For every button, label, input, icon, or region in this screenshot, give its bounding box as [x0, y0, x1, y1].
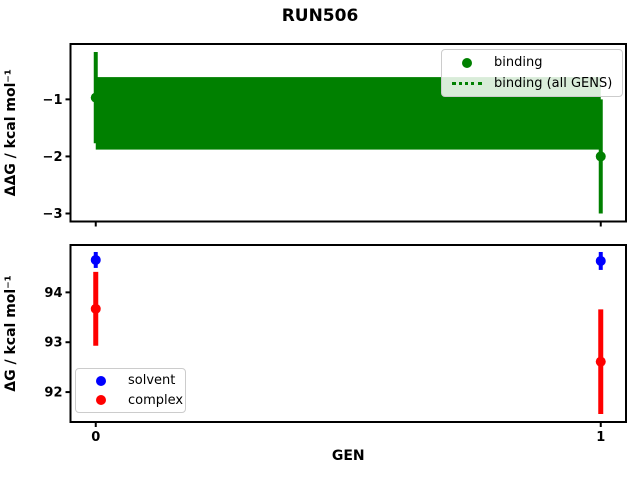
complex-marker-icon [86, 395, 116, 406]
solvent-marker-icon [86, 375, 116, 386]
axes-frame [69, 43, 627, 223]
series-binding [90, 51, 606, 214]
figure-title: RUN506 [281, 6, 359, 26]
binding-marker-icon [452, 57, 482, 68]
legend-label-solvent: solvent [128, 373, 176, 389]
legend-row-complex: complex [84, 391, 183, 411]
legend-binding: binding binding (all GENS) [441, 49, 623, 97]
legend-row-binding: binding [450, 53, 614, 73]
y-axis-label: ΔG / kcal mol⁻¹ [3, 275, 19, 391]
legend-label-binding: binding [494, 55, 543, 71]
binding-all-gens-dotted-line-icon [452, 81, 482, 85]
legend-solvent-complex: solvent complex [75, 368, 186, 413]
data-point [595, 151, 606, 162]
y-tick-label: 94 [44, 286, 62, 301]
y-tick-label: −2 [43, 150, 63, 165]
legend-row-binding-all-gens: binding (all GENS) [450, 73, 614, 93]
data-point [595, 356, 606, 367]
y-axis-label: ΔΔG / kcal mol⁻¹ [3, 69, 19, 196]
data-point [595, 255, 606, 266]
y-tick-label: 93 [44, 336, 62, 351]
data-point [90, 303, 101, 314]
x-axis-label: GEN [332, 448, 365, 464]
data-point [90, 254, 101, 265]
series-solvent [90, 251, 606, 270]
legend-row-solvent: solvent [84, 371, 177, 391]
legend-label-complex: complex [128, 392, 184, 408]
x-tick-label: 0 [91, 430, 100, 445]
series-complex [90, 271, 606, 415]
y-tick-label: −1 [43, 93, 63, 108]
x-tick-label: 1 [596, 430, 605, 445]
axes-frame [69, 244, 627, 423]
y-tick-label: 92 [44, 386, 62, 401]
data-point [90, 92, 101, 103]
legend-label-binding-all-gens: binding (all GENS) [494, 75, 613, 91]
y-tick-label: −3 [43, 207, 63, 222]
